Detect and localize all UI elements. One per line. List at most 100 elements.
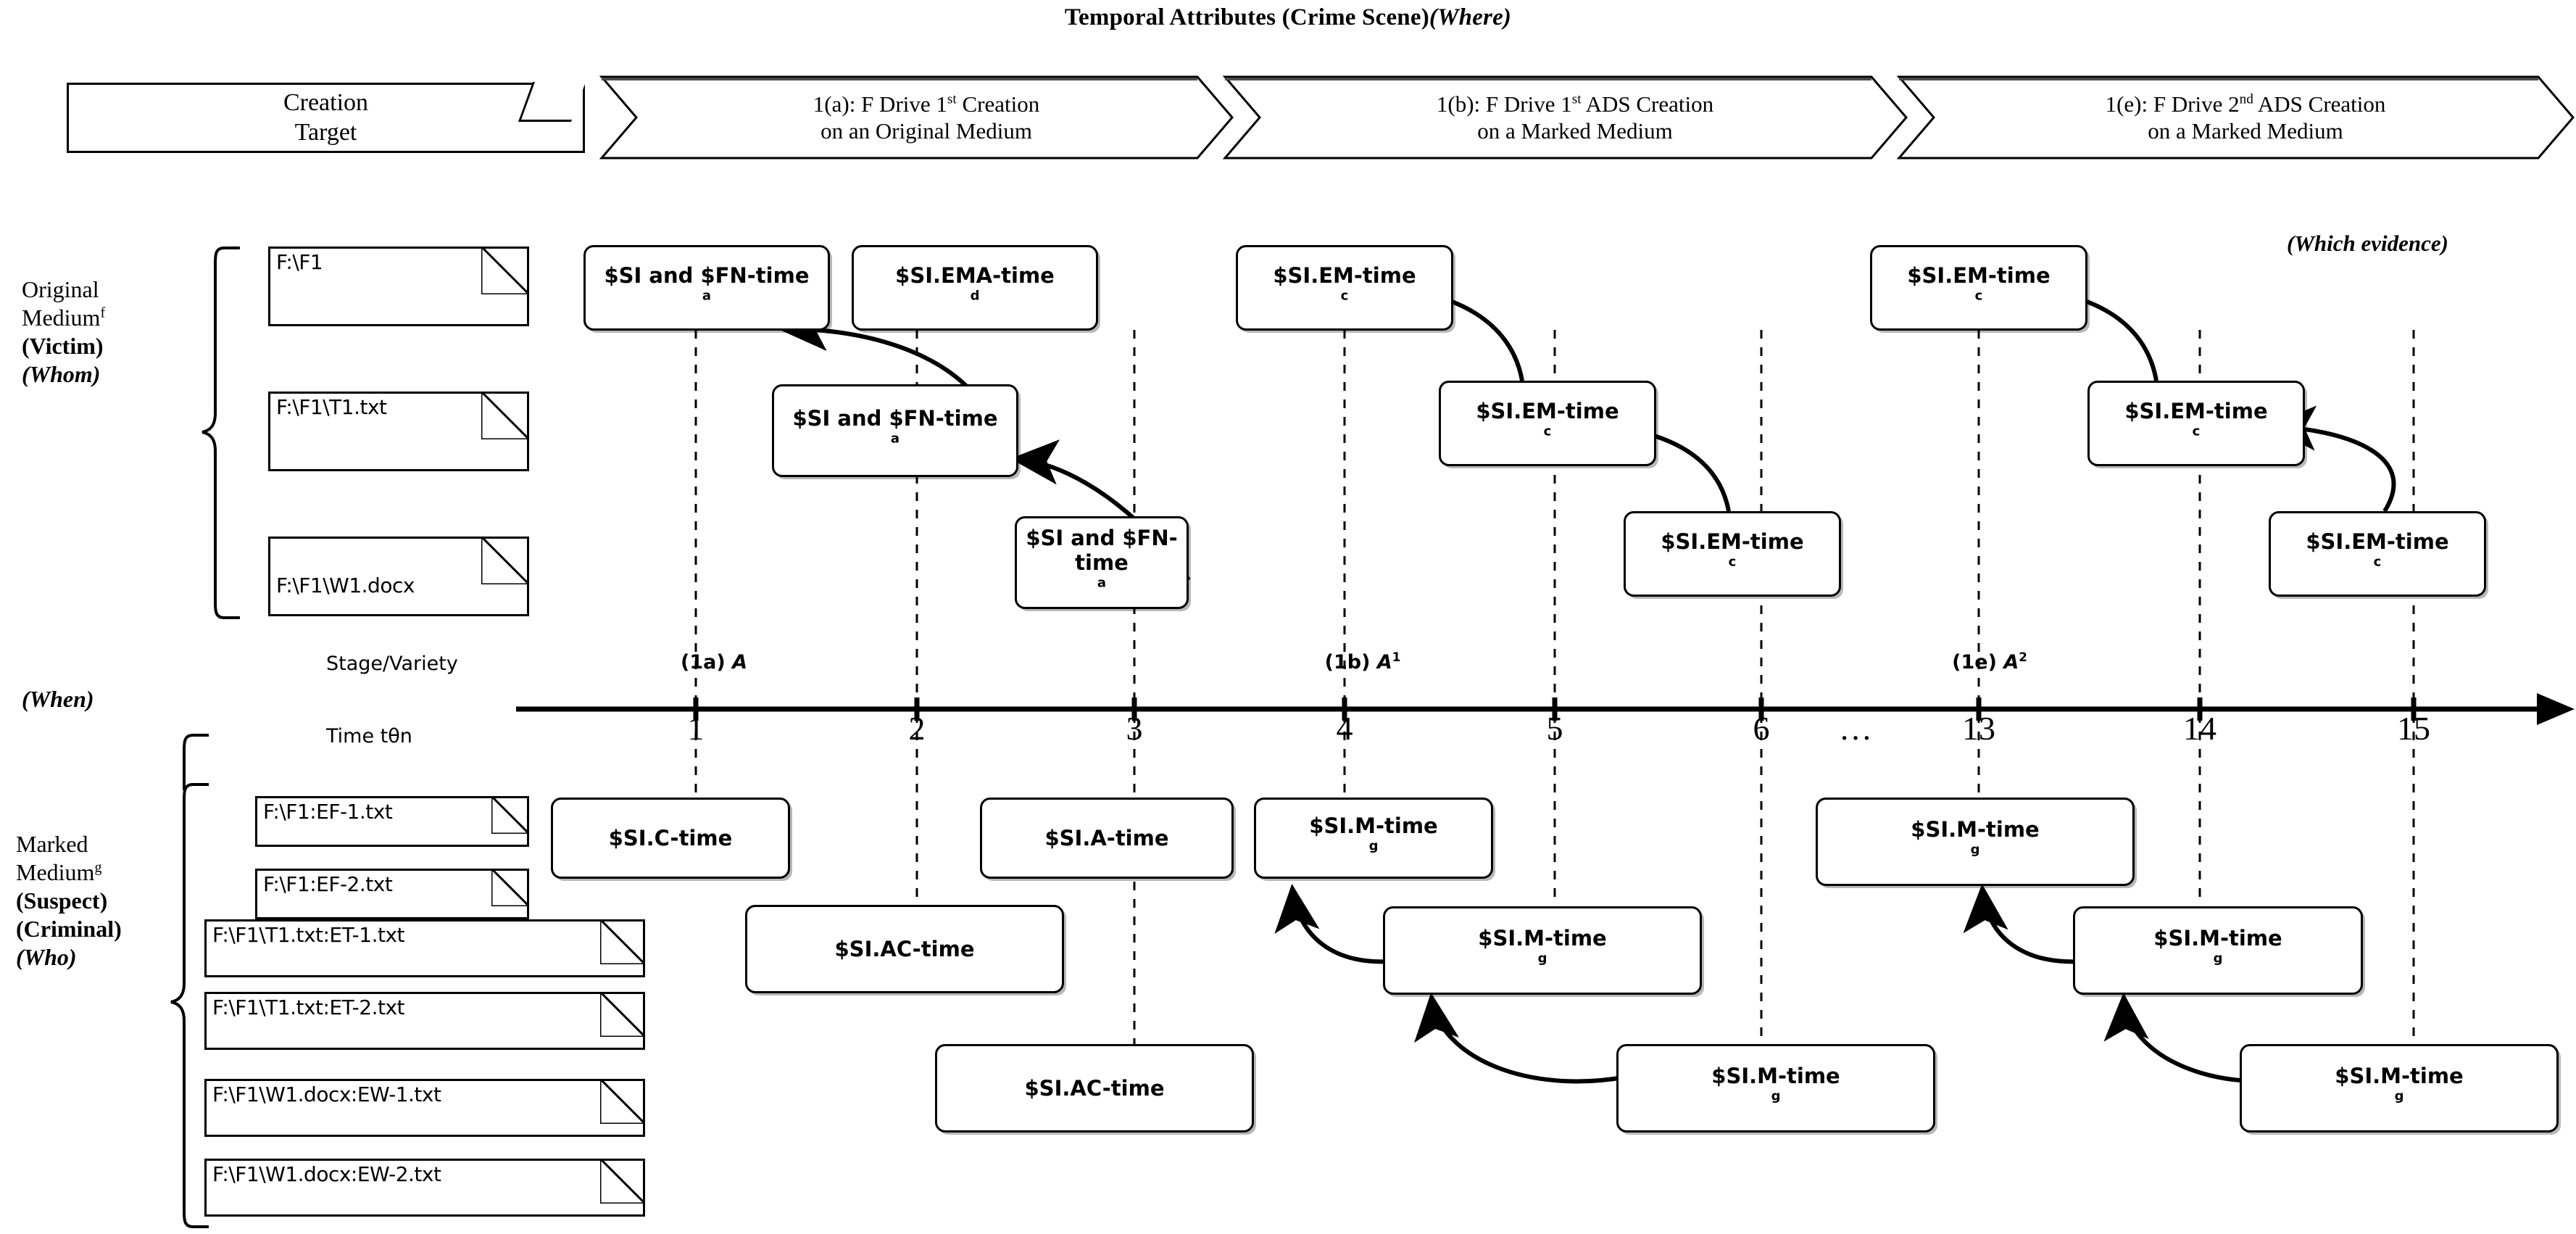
attribute-box-l3[interactable]: $SI.A-time <box>980 798 1234 879</box>
page-title-plain: Temporal Attributes (Crime Scene) <box>1064 4 1429 30</box>
u10-label: $SI.EM-time <box>2306 529 2449 554</box>
file-box-marked-0[interactable]: F:\F1:EF-1.txt <box>255 796 529 847</box>
u4-sup: a <box>1097 575 1107 591</box>
phase-banner-1a-text: 1(a): F Drive 1st Creation on an Origina… <box>602 77 1232 158</box>
page-fold-corner-icon <box>600 919 645 964</box>
file-box-original-2[interactable]: F:\F1\W1.docx <box>268 537 529 616</box>
l6-label: $SI.M-time <box>1478 925 1607 951</box>
file-box-marked-1[interactable]: F:\F1:EF-2.txt <box>255 869 529 919</box>
l5-label: $SI.M-time <box>1309 813 1438 838</box>
stage-marker-1e-symbol: A <box>2003 651 2019 674</box>
tick-label-5: 5 <box>1546 710 1563 747</box>
l8-sup: g <box>1970 842 1980 858</box>
original-caption-sup: f <box>100 305 106 321</box>
original-caption-line4: (Whom) <box>22 361 101 388</box>
file-label: F:\F1\W1.docx:EW-1.txt <box>212 1082 441 1106</box>
u8-label: $SI.EM-time <box>1907 262 2051 288</box>
phase-1e-line2: on a Marked Medium <box>2148 118 2343 144</box>
file-box-marked-4[interactable]: F:\F1\W1.docx:EW-1.txt <box>204 1079 645 1137</box>
original-caption-line3: (Victim) <box>22 333 104 360</box>
page-fold-corner-icon <box>600 1079 645 1124</box>
stage-marker-1e-prefix: (1e) <box>1952 651 2004 674</box>
u1-label: $SI and $FN-time <box>604 262 810 288</box>
file-box-original-0[interactable]: F:\F1 <box>268 247 529 326</box>
l8-label: $SI.M-time <box>1911 816 2040 842</box>
stage-marker-1e-sup: 2 <box>2019 650 2027 664</box>
phase-1b-lead: 1(b): F Drive 1 <box>1436 91 1572 117</box>
creation-target-banner: Creation Target <box>67 82 586 153</box>
file-box-marked-5[interactable]: F:\F1\W1.docx:EW-2.txt <box>204 1159 645 1217</box>
axis-stage-variety-label: Stage/Variety <box>326 653 458 675</box>
phase-banner-1b: 1(b): F Drive 1st ADS Creation on a Mark… <box>1222 75 1908 160</box>
which-evidence-label: (Which evidence) <box>2287 231 2448 256</box>
u6-sup: c <box>1543 423 1552 439</box>
u7-sup: c <box>1728 554 1737 570</box>
u7-label: $SI.EM-time <box>1661 529 1804 554</box>
attribute-box-l2[interactable]: $SI.AC-time <box>745 905 1064 993</box>
time-axis <box>516 693 2575 725</box>
brace-time-axis <box>168 732 212 790</box>
phase-1a-sup: st <box>947 91 957 107</box>
file-box-marked-3[interactable]: F:\F1\T1.txt:ET-2.txt <box>204 992 645 1050</box>
page-title: Temporal Attributes (Crime Scene)(Where) <box>0 4 2576 31</box>
stage-marker-1b-prefix: (1b) <box>1324 651 1377 674</box>
tick-label-ellipsis: … <box>1839 710 1872 747</box>
file-label: F:\F1 <box>276 250 323 274</box>
l10-label: $SI.M-time <box>2335 1063 2464 1088</box>
l1-label: $SI.C-time <box>608 825 733 850</box>
creation-target-line2: Target <box>294 118 357 146</box>
creation-target-line1: Creation <box>283 89 369 117</box>
phase-1a-tail: Creation <box>956 91 1040 117</box>
page-fold-corner-icon <box>491 869 529 906</box>
l7-label: $SI.M-time <box>1711 1063 1840 1088</box>
attribute-box-l4[interactable]: $SI.AC-time <box>935 1044 1254 1132</box>
l9-sup: g <box>2213 951 2223 966</box>
stage-marker-1b-sup: 1 <box>1392 650 1401 664</box>
file-box-original-1[interactable]: F:\F1\T1.txt <box>268 392 529 471</box>
page-fold-corner-icon <box>600 992 645 1037</box>
l9-label: $SI.M-time <box>2153 925 2282 951</box>
chevron-shape-icon <box>1896 75 2575 160</box>
page-fold-corner-icon <box>491 796 529 834</box>
brace-marked-medium <box>168 782 212 1231</box>
marked-caption-line2: Medium <box>16 859 95 886</box>
stage-marker-1a-prefix: (1a) <box>681 651 733 674</box>
attribute-box-l1[interactable]: $SI.C-time <box>551 798 790 879</box>
phase-1e-sup: nd <box>2239 91 2253 107</box>
phase-banner-1e-text: 1(e): F Drive 2nd ADS Creation on a Mark… <box>1899 77 2573 158</box>
file-box-marked-2[interactable]: F:\F1\T1.txt:ET-1.txt <box>204 919 645 977</box>
u5-sup: c <box>1340 288 1349 304</box>
u6-label: $SI.EM-time <box>1476 398 1619 423</box>
tick-label-6: 6 <box>1753 710 1770 747</box>
page-fold-corner-icon <box>481 247 529 294</box>
page-fold-corner-icon <box>600 1159 645 1204</box>
marked-caption-sup: g <box>94 859 102 876</box>
phase-banner-1b-text: 1(b): F Drive 1st ADS Creation on a Mark… <box>1225 77 1906 158</box>
phase-banner-1e: 1(e): F Drive 2nd ADS Creation on a Mark… <box>1896 75 2575 160</box>
u10-sup: c <box>2373 554 2382 570</box>
u9-label: $SI.EM-time <box>2124 398 2268 423</box>
l3-label: $SI.A-time <box>1044 825 1169 850</box>
page-fold-corner-icon <box>481 392 529 439</box>
tick-label-2: 2 <box>908 710 926 747</box>
u8-sup: c <box>1974 288 1983 304</box>
page-title-italic: (Where) <box>1429 4 1512 30</box>
chevron-shape-icon <box>1222 75 1908 160</box>
stage-marker-1b: (1b) A1 <box>1325 651 1401 674</box>
